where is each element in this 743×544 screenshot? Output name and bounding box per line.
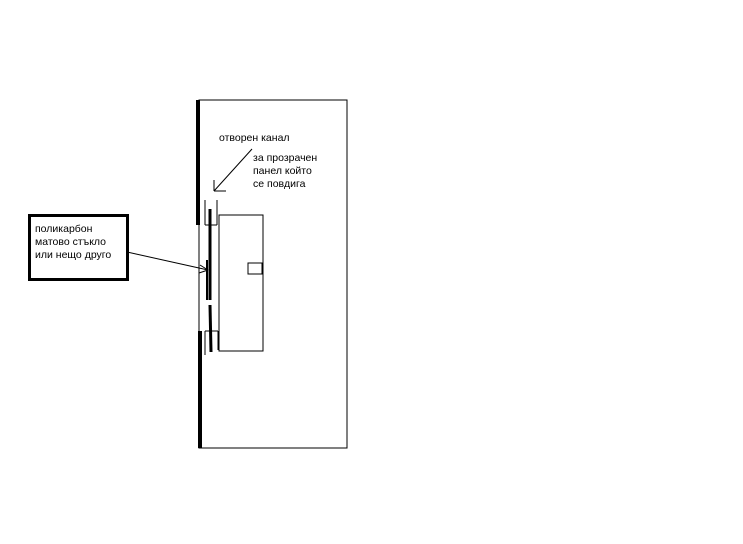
lifting-panel-label: за прозрачен панел който се повдига [253,152,317,191]
lifting-panel-label-line-1: за прозрачен [253,152,318,164]
material-label: поликарбон матово стъкло или нещо друго [35,223,111,262]
wall-outline [198,99,348,449]
channel-arrow-line [213,148,253,192]
material-arrow-head-b [198,269,209,274]
cabinet-box [218,214,264,352]
material-label-line-2: матово стъкло [35,236,106,248]
sliding-panel-lower [208,304,213,353]
material-arrow-head-a [199,264,209,271]
material-callout-box: поликарбон матово стъкло или нещо друго [28,214,129,281]
material-label-line-1: поликарбон [35,223,93,235]
open-channel-label: отворен канал [219,132,290,144]
material-label-line-3: или нещо друго [35,249,112,261]
lifting-panel-label-line-3: се повдига [253,178,306,190]
lifting-panel-label-line-2: панел който [253,165,312,177]
cabinet-handle [247,262,263,275]
material-arrow-line [126,251,209,271]
